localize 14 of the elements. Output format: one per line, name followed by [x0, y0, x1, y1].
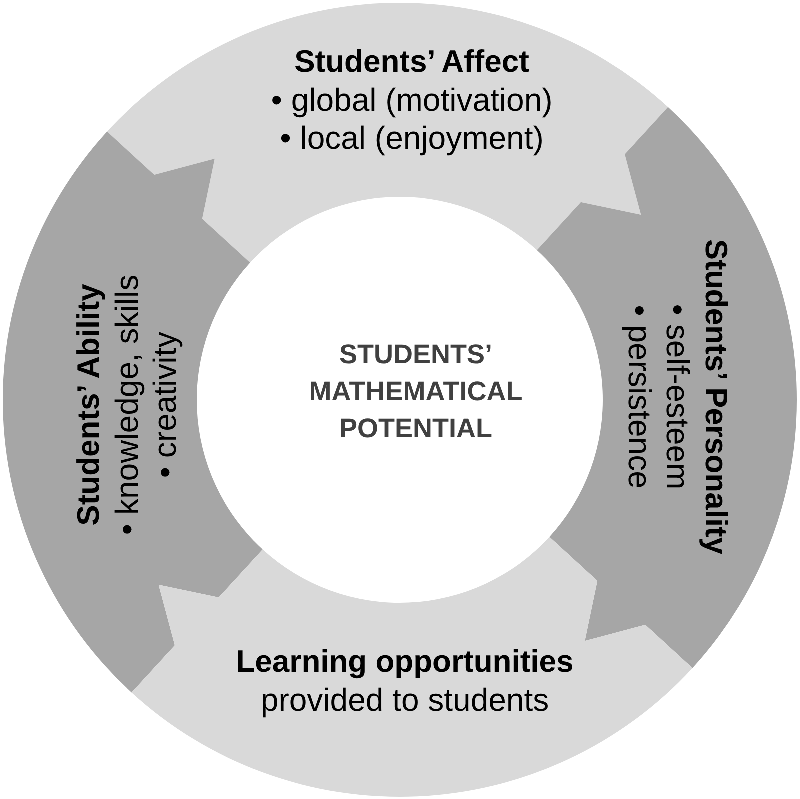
arrow-segment	[131, 537, 693, 797]
segment-text: • self-esteem	[659, 304, 697, 490]
segment-heading: Students’ Ability	[70, 284, 107, 526]
segment-heading: Students’ Affect	[294, 43, 530, 81]
segment-text: • local (enjoyment)	[280, 119, 544, 157]
segment-text: • global (motivation)	[271, 81, 553, 119]
segment-text: • creativity	[146, 332, 184, 478]
segment-heading: Learning opportunities	[236, 643, 574, 681]
segment-text: provided to students	[260, 681, 550, 719]
segment-text: • knowledge, skills	[108, 274, 146, 536]
center-heading: STUDENTS’ MATHEMATICAL POTENTIAL	[305, 336, 527, 448]
segment-heading: Students’ Personality	[698, 239, 735, 555]
arrow-segment	[107, 3, 669, 263]
segment-text: • persistence	[621, 305, 659, 489]
